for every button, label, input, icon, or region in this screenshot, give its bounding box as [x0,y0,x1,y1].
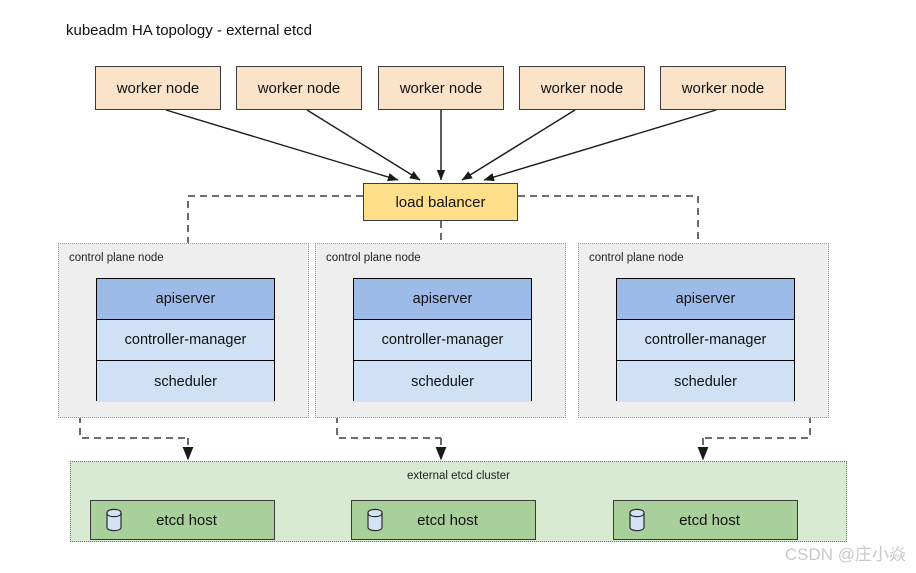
database-cylinder-icon [106,508,122,532]
worker-node-3[interactable]: worker node [378,66,504,110]
external-etcd-cluster[interactable]: external etcd cluster etcd host etcd hos… [70,461,847,542]
scheduler-component-1[interactable]: scheduler [97,361,274,402]
database-cylinder-icon [629,508,645,532]
control-plane-component-stack-2: apiserver controller-manager scheduler [353,278,532,402]
etcd-cluster-label: external etcd cluster [407,470,510,482]
etcd-host-2[interactable]: etcd host [351,500,536,540]
control-plane-label-1: control plane node [69,252,164,264]
worker-node-1[interactable]: worker node [95,66,221,110]
load-balancer-node[interactable]: load balancer [363,183,518,221]
apiserver-component-3[interactable]: apiserver [617,279,794,320]
page-title: kubeadm HA topology - external etcd [66,22,312,39]
control-plane-component-stack-3: apiserver controller-manager scheduler [616,278,795,402]
apiserver-component-1[interactable]: apiserver [97,279,274,320]
worker-node-5[interactable]: worker node [660,66,786,110]
apiserver-component-2[interactable]: apiserver [354,279,531,320]
control-plane-label-3: control plane node [589,252,684,264]
scheduler-component-2[interactable]: scheduler [354,361,531,402]
controller-manager-component-1[interactable]: controller-manager [97,320,274,361]
etcd-host-label-1: etcd host [156,511,217,529]
controller-manager-component-2[interactable]: controller-manager [354,320,531,361]
worker-node-2[interactable]: worker node [236,66,362,110]
control-plane-node-3[interactable]: control plane node apiserver controller-… [578,243,829,418]
controlplane-to-etcd-connectors [182,438,709,461]
control-plane-node-1[interactable]: control plane node apiserver controller-… [58,243,309,418]
worker-to-loadbalancer-connectors [165,109,717,182]
control-plane-label-2: control plane node [326,252,421,264]
etcd-host-1[interactable]: etcd host [90,500,275,540]
worker-node-4[interactable]: worker node [519,66,645,110]
database-cylinder-icon [367,508,383,532]
controller-manager-component-3[interactable]: controller-manager [617,320,794,361]
etcd-host-label-3: etcd host [679,511,740,529]
scheduler-component-3[interactable]: scheduler [617,361,794,402]
control-plane-node-2[interactable]: control plane node apiserver controller-… [315,243,566,418]
control-plane-component-stack-1: apiserver controller-manager scheduler [96,278,275,402]
watermark: CSDN @庄小焱 [784,545,906,564]
etcd-host-label-2: etcd host [417,511,478,529]
etcd-host-3[interactable]: etcd host [613,500,798,540]
